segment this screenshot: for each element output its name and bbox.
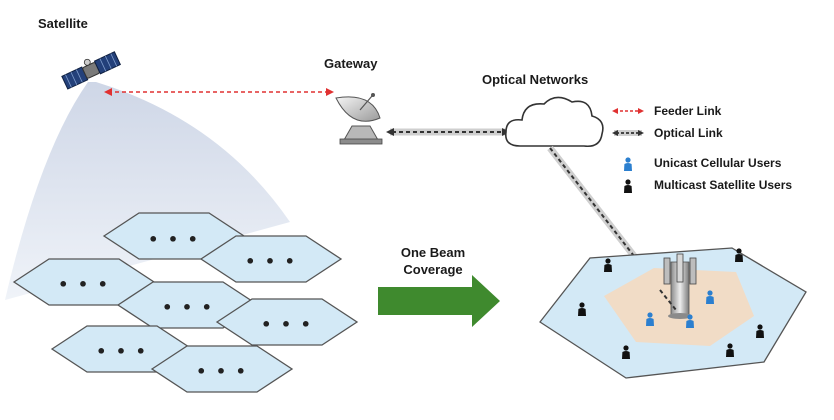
- cell-dots: • • •: [148, 230, 200, 249]
- cell-dots: • • •: [162, 298, 214, 317]
- beam-coverage-arrow: [378, 275, 500, 327]
- cloud-icon: [504, 96, 604, 148]
- hex-cell: [150, 345, 294, 393]
- feeder-arrowhead: [104, 88, 112, 96]
- hexagon-cluster: [12, 212, 359, 393]
- optical-link-line-tower: [659, 289, 677, 311]
- cell-tower-icon: [663, 253, 697, 319]
- hex-cell: [215, 298, 359, 346]
- satellite-label: Satellite: [38, 16, 88, 31]
- legend-unicast-user-icon: [624, 157, 632, 171]
- cell-dots: • • •: [58, 275, 110, 294]
- hex-cell: [199, 235, 343, 283]
- satellite-icon: [61, 51, 121, 90]
- feeder-arrowhead: [326, 88, 334, 96]
- optical-networks-label: Optical Networks: [482, 72, 588, 87]
- gateway-dish-icon: [335, 93, 383, 145]
- legend-unicast-label: Unicast Cellular Users: [654, 156, 782, 170]
- cell-dots: • • •: [261, 315, 313, 334]
- legend-feeder-label: Feeder Link: [654, 104, 722, 118]
- legend-feeder-arrow: [612, 108, 618, 114]
- beam-coverage-line1: One Beam: [401, 245, 465, 260]
- satellite-beam: [5, 82, 290, 300]
- beam-coverage-line2: Coverage: [403, 262, 462, 277]
- legend-multicast-user-icon: [624, 179, 632, 193]
- gateway-label: Gateway: [324, 56, 378, 71]
- legend-optical-arrow: [612, 130, 618, 136]
- legend-optical-arrow: [638, 130, 644, 136]
- legend-feeder-arrow: [638, 108, 644, 114]
- legend-optical-label: Optical Link: [654, 126, 723, 140]
- optical-arrowhead: [386, 128, 394, 136]
- cell-dots: • • •: [96, 342, 148, 361]
- cell-dots: • • •: [245, 252, 297, 271]
- cell-dots: • • •: [196, 362, 248, 381]
- legend: Feeder Link Optical Link Unicast Cellula…: [612, 104, 792, 193]
- legend-multicast-label: Multicast Satellite Users: [654, 178, 792, 192]
